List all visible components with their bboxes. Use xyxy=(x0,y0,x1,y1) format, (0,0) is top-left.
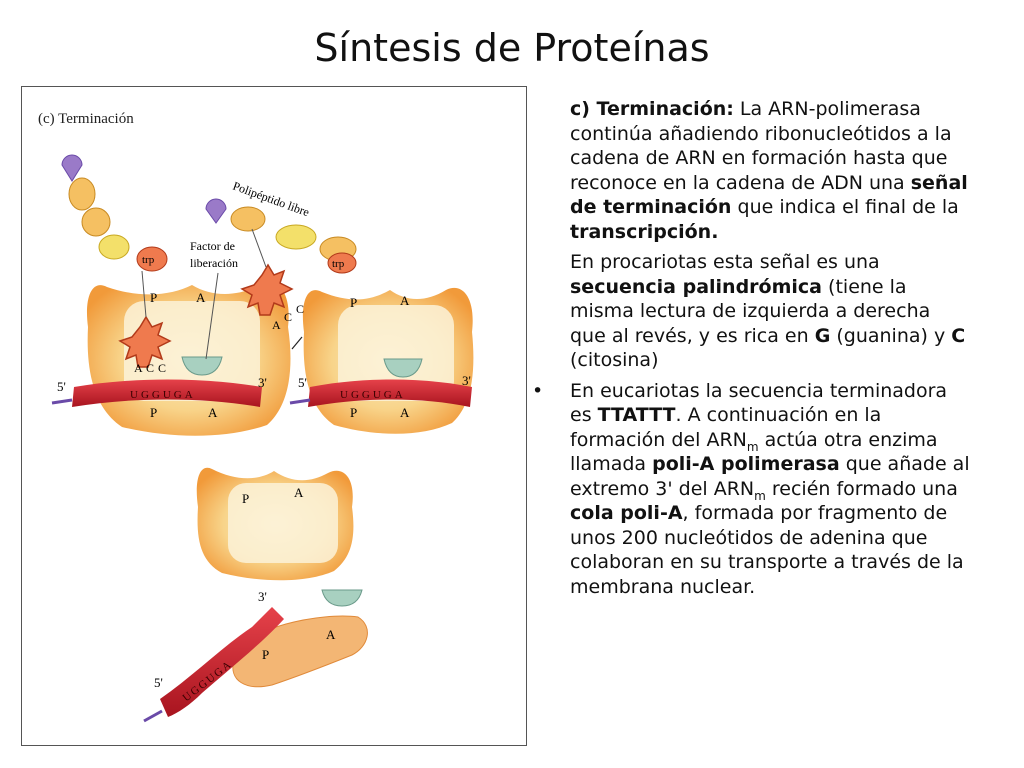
end-3-right: 3' xyxy=(462,373,471,388)
anticodon-c2: C xyxy=(158,361,166,375)
text: recién formado una xyxy=(765,477,958,500)
site-a-label: A xyxy=(196,290,206,305)
termination-diagram: (c) Terminación P A P A A C C UGGUGA 5' … xyxy=(38,111,474,723)
anticodon-c1: C xyxy=(146,361,154,375)
paragraph-prokaryotes: En procariotas esta señal es una secuenc… xyxy=(570,250,970,373)
paragraph-termination: c) Terminación: La ARN-polimerasa contin… xyxy=(570,97,970,244)
panel-label: (c) Terminación xyxy=(38,111,134,127)
trna-left xyxy=(118,315,172,368)
trp-free: trp xyxy=(332,258,345,270)
anticodon-free-c2: C xyxy=(296,302,304,316)
end-3-free: 3' xyxy=(258,589,267,604)
polypeptide-chain-left: trp xyxy=(61,154,168,318)
trp-left: trp xyxy=(142,254,155,266)
subscript: m xyxy=(754,488,766,503)
release-factor-left xyxy=(181,356,223,376)
ribosome-large-subunit: P A xyxy=(196,467,354,581)
text: En eucariotas la secuencia terminadora e… xyxy=(570,379,948,427)
ribosome-left: P A P A A C C UGGUGA 5' 3' xyxy=(51,282,291,436)
anticodon-free-c1: C xyxy=(284,310,292,324)
site-p-label: P xyxy=(150,290,157,305)
paragraph-eukaryotes: • En eucariotas la secuencia terminadora … xyxy=(532,379,970,600)
text: (tiene la misma lectura de izquierda a d… xyxy=(570,275,931,347)
bullet: • xyxy=(532,379,544,402)
termination-figure: (c) Terminación P A P A A C C UGGUGA 5' … xyxy=(21,86,527,746)
text: . A continuación en la formación del ARN xyxy=(570,404,882,451)
site-a-label-small: A xyxy=(326,627,336,642)
bold-term: cola poli-A xyxy=(570,502,683,524)
arrow-left xyxy=(51,398,73,405)
anticodon-a: A xyxy=(134,361,143,375)
text: (citosina) xyxy=(570,349,659,371)
text: (guanina) y xyxy=(830,324,952,347)
ribosome-right: P A P A UGGUGA 5' 3' xyxy=(289,287,474,434)
bold-term: transcripción. xyxy=(570,220,719,243)
mrna-left xyxy=(72,379,262,407)
site-p-label-right: P xyxy=(350,295,357,310)
release-factor-label-1: Factor de xyxy=(190,239,235,253)
site-a-label-lower: A xyxy=(208,405,218,420)
bold-term: G xyxy=(814,324,831,347)
text: La ARN-polimerasa continúa añadiendo rib… xyxy=(570,98,952,194)
end-5-right: 5' xyxy=(298,375,307,390)
site-p-label-lower: P xyxy=(150,405,157,420)
text: actúa otra enzima llamada xyxy=(570,428,938,476)
end-5-free: 5' xyxy=(154,675,163,690)
codon-sequence-right: UGGUGA xyxy=(340,389,406,401)
bold-term: poli-A polimerasa xyxy=(652,453,840,475)
bold-term: TTATTT xyxy=(597,404,676,426)
end-3-left: 3' xyxy=(258,375,267,390)
site-a-label-right-lower: A xyxy=(400,405,410,420)
slide-title: Síntesis de Proteínas xyxy=(314,26,710,70)
text: En procariotas esta señal es una xyxy=(570,251,880,273)
release-factor-free xyxy=(321,589,363,607)
text: que añade al extremo 3' del ARN xyxy=(570,453,970,500)
bold-term: C xyxy=(951,324,966,347)
site-p-label-bottom: P xyxy=(242,491,249,506)
text: , formada por fragmento de unos 200 nucl… xyxy=(570,502,964,598)
site-p-label-right-lower: P xyxy=(350,405,357,420)
site-p-label-small: P xyxy=(262,647,269,662)
site-a-label-bottom: A xyxy=(294,485,304,500)
lead-termination: c) Terminación: xyxy=(570,98,734,120)
mrna-right xyxy=(308,379,472,407)
bold-term: señal de terminación xyxy=(570,171,968,219)
subscript: m xyxy=(746,439,759,454)
release-factor-label-2: liberación xyxy=(190,256,238,270)
text: que indica el final de la xyxy=(731,196,959,218)
end-5-left: 5' xyxy=(57,379,66,394)
body-text: c) Terminación: La ARN-polimerasa contin… xyxy=(532,97,970,605)
site-a-label-right: A xyxy=(400,293,410,308)
anticodon-free-a: A xyxy=(272,318,281,332)
bold-term: secuencia palindrómica xyxy=(570,275,823,298)
trna-free: A C C xyxy=(240,263,304,350)
codon-sequence-left: UGGUGA xyxy=(130,389,196,401)
